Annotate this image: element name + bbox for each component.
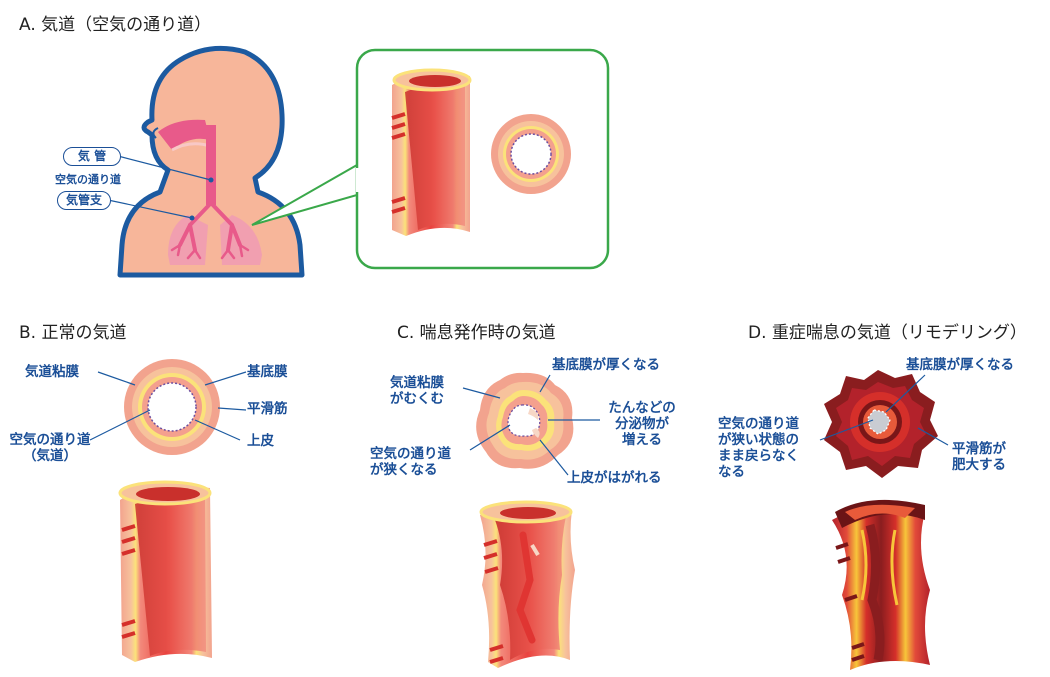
- label-d-narrow-line1: 空気の通り道: [718, 416, 799, 432]
- label-b-epithelium: 上皮: [247, 433, 274, 449]
- label-c-basement: 基底膜が厚くなる: [552, 357, 660, 373]
- label-b-basement: 基底膜: [247, 364, 288, 380]
- label-b-airway-line2: （気道）: [2, 448, 98, 464]
- label-d-narrow-line2: が狭い状態の: [718, 432, 799, 448]
- label-airway-a: 空気の通り道: [55, 171, 121, 187]
- label-c-narrow: 空気の通り道 が狭くなる: [370, 446, 451, 478]
- label-c-secretion-line2: 分泌物が: [600, 416, 684, 432]
- label-d-narrow-line3: まま戻らなく: [718, 448, 799, 464]
- normal-airway-tube: [120, 482, 212, 662]
- label-b-smooth-muscle: 平滑筋: [247, 401, 288, 417]
- label-c-secretion-line3: 増える: [600, 432, 684, 448]
- magnified-callout: [252, 50, 608, 268]
- child-silhouette: [108, 48, 302, 275]
- label-trachea: 気 管: [63, 147, 121, 166]
- label-bronchus: 気管支: [57, 191, 111, 210]
- remodeling-tube: [832, 500, 930, 670]
- remodeling-ring: [820, 370, 948, 478]
- asthma-attack-tube: [480, 502, 575, 668]
- label-c-mucosa-line1: 気道粘膜: [390, 375, 444, 391]
- label-b-airway: 空気の通り道 （気道）: [2, 432, 98, 464]
- label-c-narrow-line2: が狭くなる: [370, 462, 451, 478]
- label-c-secretion: たんなどの 分泌物が 増える: [600, 400, 684, 448]
- asthma-attack-ring: [463, 373, 600, 475]
- label-c-mucosa: 気道粘膜 がむくむ: [390, 375, 444, 407]
- label-c-secretion-line1: たんなどの: [600, 400, 684, 416]
- label-d-narrow-line4: なる: [718, 464, 799, 480]
- label-b-mucosa: 気道粘膜: [25, 364, 79, 380]
- label-d-basement: 基底膜が厚くなる: [906, 357, 1014, 373]
- label-c-mucosa-line2: がむくむ: [390, 391, 444, 407]
- label-d-narrow: 空気の通り道 が狭い状態の まま戻らなく なる: [718, 416, 799, 480]
- label-b-airway-line1: 空気の通り道: [2, 432, 98, 448]
- normal-airway-ring: [90, 359, 246, 455]
- label-d-muscle: 平滑筋が 肥大する: [952, 441, 1006, 473]
- label-c-epithelium: 上皮がはがれる: [567, 470, 662, 486]
- label-d-muscle-line2: 肥大する: [952, 457, 1006, 473]
- label-d-muscle-line1: 平滑筋が: [952, 441, 1006, 457]
- label-c-narrow-line1: 空気の通り道: [370, 446, 451, 462]
